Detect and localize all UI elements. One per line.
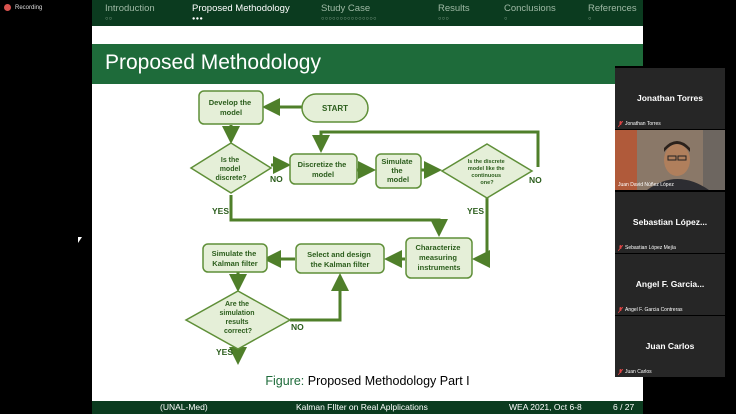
footer-conference: WEA 2021, Oct 6-8	[509, 402, 582, 412]
is-discrete-like-continuous-text: Is the discrete model like the continuou…	[468, 159, 507, 186]
nav-dots-conclusions[interactable]: ○	[504, 16, 508, 22]
flow-arrow-results-no	[290, 273, 349, 322]
label-yes-discrete: YES	[212, 206, 229, 216]
start-box	[301, 93, 369, 123]
label-yes-continuous: YES	[467, 206, 484, 216]
participant-tile[interactable]: Angel F. Garcia... Angel F. Garcia Contr…	[615, 254, 725, 315]
methodology-flowchart: Develop the model START Is the model dis…	[184, 90, 542, 365]
mic-muted-icon	[618, 369, 623, 375]
participant-name: Angel F. Garcia...	[635, 279, 705, 289]
is-discrete-like-continuous-diamond	[440, 143, 534, 199]
recording-indicator: Recording	[4, 4, 42, 11]
nav-section-introduction[interactable]: Introduction	[105, 3, 155, 14]
record-icon	[4, 4, 11, 11]
footer-page-number: 6 / 27	[613, 402, 635, 412]
results-correct-diamond	[184, 290, 292, 350]
develop-model-box	[198, 90, 264, 125]
nav-section-proposed-methodology[interactable]: Proposed Methodology	[192, 3, 290, 14]
flow-arrow-like-yes	[472, 197, 490, 268]
label-no-continuous: NO	[529, 175, 542, 185]
is-model-discrete-text: Is the model discrete?	[215, 157, 246, 182]
select-design-kalman-box	[295, 243, 385, 274]
participant-name: Jonathan Torres	[637, 93, 703, 103]
participant-video[interactable]: Juan David Núñez López	[615, 130, 725, 190]
participant-label: Jonathan Torres	[618, 121, 661, 127]
develop-model-text: Develop the model	[209, 98, 254, 117]
nav-dots-proposed-methodology[interactable]: ●●●	[192, 16, 204, 22]
results-correct-text: Are the simulation results correct?	[220, 301, 257, 335]
recording-label: Recording	[15, 4, 43, 11]
simulate-kalman-box	[202, 243, 268, 273]
nav-section-study-case[interactable]: Study Case	[321, 3, 371, 14]
participant-name: Juan Carlos	[645, 341, 695, 351]
participant-label: Juan David Núñez López	[618, 182, 674, 188]
slide-title-bar: Proposed Methodology	[92, 44, 643, 84]
characterize-instruments-box	[405, 237, 473, 279]
flow-arrow-no-loop-back	[312, 130, 540, 167]
discretize-model-box	[289, 153, 358, 185]
participant-name: Sebastian López...	[632, 217, 708, 227]
participant-label: Juan Carlos	[618, 369, 652, 375]
slide-footer: (UNAL-Med) Kalman FIlter on Real Aplplic…	[92, 401, 643, 414]
discretize-model-text: Discretize the model	[298, 160, 349, 179]
participants-panel: Jonathan Torres Jonathan Torres Juan Dav…	[615, 66, 725, 377]
participant-tile[interactable]: Sebastian López... Sebastian López Mejía	[615, 192, 725, 253]
webcam-feed	[615, 130, 725, 190]
mic-muted-icon	[618, 121, 623, 127]
figure-caption: Figure: Proposed Methodology Part I	[92, 374, 643, 388]
section-navigation: Introduction ○○ Proposed Methodology ●●●…	[92, 0, 643, 26]
nav-section-references[interactable]: References	[588, 3, 637, 14]
participant-label: Sebastian López Mejía	[618, 245, 676, 251]
is-model-discrete-diamond	[189, 142, 273, 194]
slide-title: Proposed Methodology	[105, 51, 321, 74]
nav-section-results[interactable]: Results	[438, 3, 470, 14]
caption-prefix: Figure:	[265, 374, 305, 388]
nav-dots-introduction[interactable]: ○○	[105, 16, 113, 22]
simulate-kalman-text: Simulate the Kalman filter	[212, 249, 259, 268]
nav-dots-results[interactable]: ○○○	[438, 16, 450, 22]
simulate-model-box	[375, 153, 422, 189]
caption-text: Proposed Methodology Part I	[304, 374, 470, 388]
flow-arrow-discrete-yes	[229, 195, 448, 237]
select-design-kalman-text: Select and design the Kalman filter	[307, 250, 373, 269]
start-text: START	[322, 104, 348, 113]
nav-dots-references[interactable]: ○	[588, 16, 592, 22]
label-no-discrete: NO	[270, 174, 283, 184]
label-yes-results: YES	[216, 347, 233, 357]
nav-dots-study-case[interactable]: ○○○○○○○○○○○○○○○	[321, 16, 377, 22]
footer-institution: (UNAL-Med)	[160, 402, 208, 412]
characterize-instruments-text: Characterize measuring instruments	[415, 243, 462, 272]
label-no-results: NO	[291, 322, 304, 332]
footer-talk-title: Kalman FIlter on Real Aplplications	[296, 402, 428, 412]
nav-section-conclusions[interactable]: Conclusions	[504, 3, 556, 14]
participant-tile[interactable]: Jonathan Torres Jonathan Torres	[615, 68, 725, 129]
participant-label: Angel F. Garcia Contreras	[618, 307, 683, 313]
presentation-slide: Introduction ○○ Proposed Methodology ●●●…	[92, 0, 643, 414]
mic-muted-icon	[618, 245, 623, 251]
simulate-model-text: Simulate the model	[381, 157, 414, 184]
mouse-cursor-icon	[78, 237, 82, 243]
mic-muted-icon	[618, 307, 623, 313]
participant-tile[interactable]: Juan Carlos Juan Carlos	[615, 316, 725, 377]
